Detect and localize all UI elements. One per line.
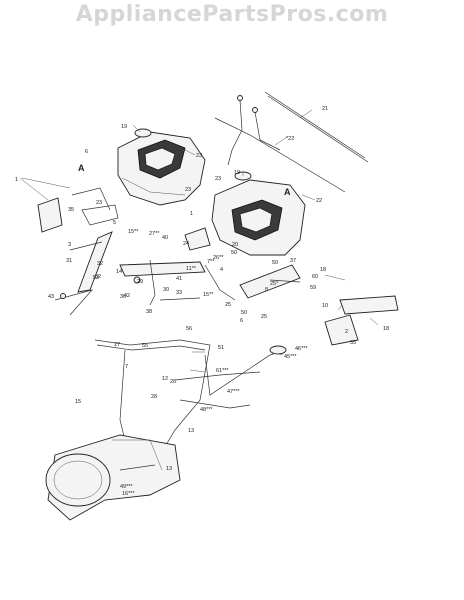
callout-2: 2 xyxy=(345,329,348,335)
callout-25a: 25 xyxy=(261,314,267,320)
console-housing xyxy=(211,171,306,256)
callout-13b: 13 xyxy=(166,466,172,472)
callout-56: 56 xyxy=(186,326,192,332)
callout-18a: 18 xyxy=(320,267,326,273)
callout-61: 61*** xyxy=(216,368,229,374)
callout-6: 6 xyxy=(85,149,88,155)
callout-10: 10 xyxy=(322,303,328,309)
control-cables xyxy=(214,91,369,193)
callout-52: 52 xyxy=(93,275,99,281)
callout-4: 4 xyxy=(220,267,223,273)
callout-50a: 50 xyxy=(272,260,278,266)
callout-19: 19 xyxy=(121,124,127,130)
callout-22b: 22 xyxy=(316,198,322,204)
callout-27a: 27** xyxy=(149,231,160,237)
callout-15b: 15 xyxy=(75,399,81,405)
callout-29: 29 xyxy=(137,279,143,285)
shift-rod-assembly xyxy=(119,227,236,306)
callout-27b: 27 xyxy=(114,342,120,348)
callout-A2: A xyxy=(284,187,291,197)
right-handle-grip xyxy=(239,264,399,346)
callout-7: 7 xyxy=(125,364,128,370)
callout-32a: 32 xyxy=(97,261,103,267)
callout-11: 11** xyxy=(186,266,197,272)
callout-36: 36 xyxy=(120,294,126,300)
callout-21: 21 xyxy=(322,106,328,112)
callout-5: 5 xyxy=(113,220,116,226)
callout-38: 38 xyxy=(146,309,152,315)
leader-lines xyxy=(19,109,379,373)
callout-30: 30 xyxy=(163,287,169,293)
callout-26a: 26** xyxy=(213,255,224,261)
callout-16: 16*** xyxy=(122,491,135,497)
callout-A1: A xyxy=(78,163,85,173)
callout-37: 37 xyxy=(290,258,296,264)
callout-42: 42 xyxy=(124,293,130,299)
callout-14: 14 xyxy=(116,269,122,275)
callout-32b: 32 xyxy=(95,274,101,280)
callout-labels: 1 1 2 3 4 5 6 6 7 7** 8 10 11** 12 13 13… xyxy=(15,106,389,497)
callout-22a: *22 xyxy=(286,136,294,142)
callout-1a: 1 xyxy=(15,177,18,183)
callout-35b: 35 xyxy=(350,340,356,346)
callout-41: 41 xyxy=(176,276,182,282)
callout-49: 49*** xyxy=(120,484,133,490)
dash-panel xyxy=(117,128,206,206)
callout-51: 51 xyxy=(218,345,224,351)
callout-25c: 25* xyxy=(270,281,279,287)
callout-50b: 50 xyxy=(241,310,247,316)
auger-housing xyxy=(45,434,181,521)
callout-13a: 13 xyxy=(188,428,194,434)
callout-28: 28 xyxy=(151,394,157,400)
callout-55: 55 xyxy=(142,343,148,349)
callout-59: 59 xyxy=(310,285,316,291)
site-watermark: AppliancePartsPros.com xyxy=(75,2,389,27)
callout-45: 45*** xyxy=(284,354,297,360)
callout-15a: 15** xyxy=(128,229,139,235)
callout-6b: 6 xyxy=(240,318,243,324)
callout-46: 46*** xyxy=(295,346,308,352)
callout-31: 31 xyxy=(66,258,72,264)
left-control-assembly xyxy=(37,187,119,316)
callout-23c: 23 xyxy=(215,176,221,182)
callout-23d: 23 xyxy=(185,187,191,193)
callout-35a: 35 xyxy=(68,207,74,213)
callout-50c: 50 xyxy=(231,250,237,256)
callout-43: 43 xyxy=(48,294,54,300)
callout-1b: 1 xyxy=(190,211,193,217)
callout-24: 24 xyxy=(183,241,189,247)
callout-26b: 26 xyxy=(170,379,176,385)
callout-25b: 25 xyxy=(225,302,231,308)
callout-12: 12 xyxy=(162,376,168,382)
callout-23a: 23 xyxy=(196,153,202,159)
callout-40: 40 xyxy=(162,235,168,241)
callout-15c: 15** xyxy=(203,292,214,298)
callout-48: 48*** xyxy=(200,407,213,413)
callout-23b: 23 xyxy=(96,200,102,206)
callout-8: 8 xyxy=(265,287,268,293)
callout-60: 60 xyxy=(312,274,318,280)
callout-19b: 19 xyxy=(234,170,240,176)
callout-20: 20 xyxy=(232,242,238,248)
callout-33: 33 xyxy=(176,290,182,296)
callout-47: 47*** xyxy=(227,389,240,395)
callout-18b: 18 xyxy=(383,326,389,332)
callout-3: 3 xyxy=(68,242,71,248)
callout-7b: 7** xyxy=(207,259,215,265)
